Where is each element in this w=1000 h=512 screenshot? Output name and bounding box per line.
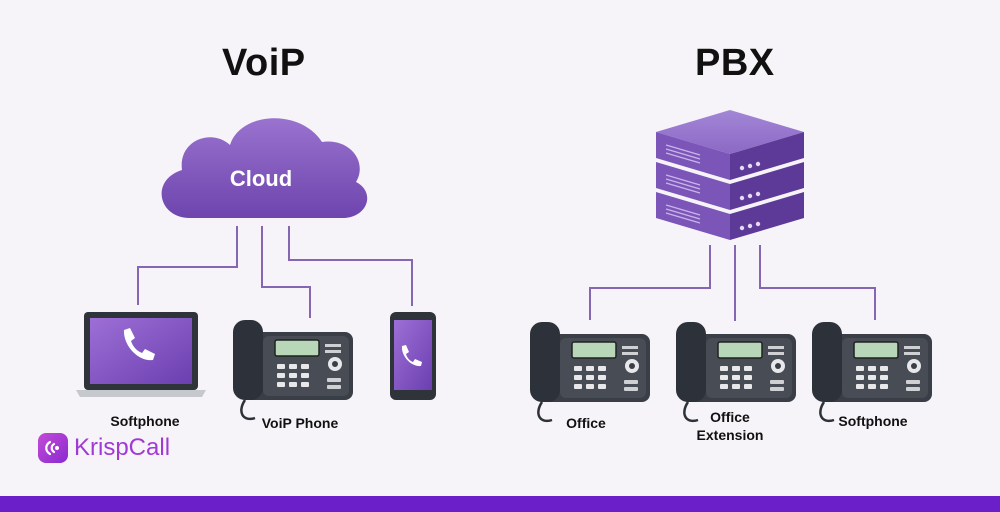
office-extension-phone-icon [674, 320, 798, 423]
brand-logo: KrispCall [38, 433, 170, 463]
pbx-softphone-icon [810, 320, 934, 423]
office-phone-icon [528, 320, 652, 423]
office-extension-label-line2: Extension [696, 427, 764, 443]
krispcall-logo-icon [38, 433, 68, 463]
brand-name: KrispCall [74, 434, 171, 461]
voip-phone-icon [231, 318, 355, 421]
voip-phone-label: VoiP Phone [261, 415, 339, 431]
mobile-phone-icon [390, 312, 436, 400]
pbx-softphone-label: Softphone [838, 413, 908, 429]
office-extension-label-line1: Office [710, 409, 750, 425]
cloud-icon [161, 118, 368, 218]
pbx-server-icon [656, 110, 804, 240]
voip-softphone-label: Softphone [110, 413, 180, 429]
cloud-label: Cloud [230, 166, 292, 191]
voip-title: VoiP [222, 42, 306, 84]
laptop-icon [76, 312, 206, 397]
pbx-title: PBX [695, 42, 775, 84]
office-label: Office [566, 415, 606, 431]
office-extension-label: Office Extension [680, 408, 780, 444]
bottom-bar [0, 496, 1000, 512]
